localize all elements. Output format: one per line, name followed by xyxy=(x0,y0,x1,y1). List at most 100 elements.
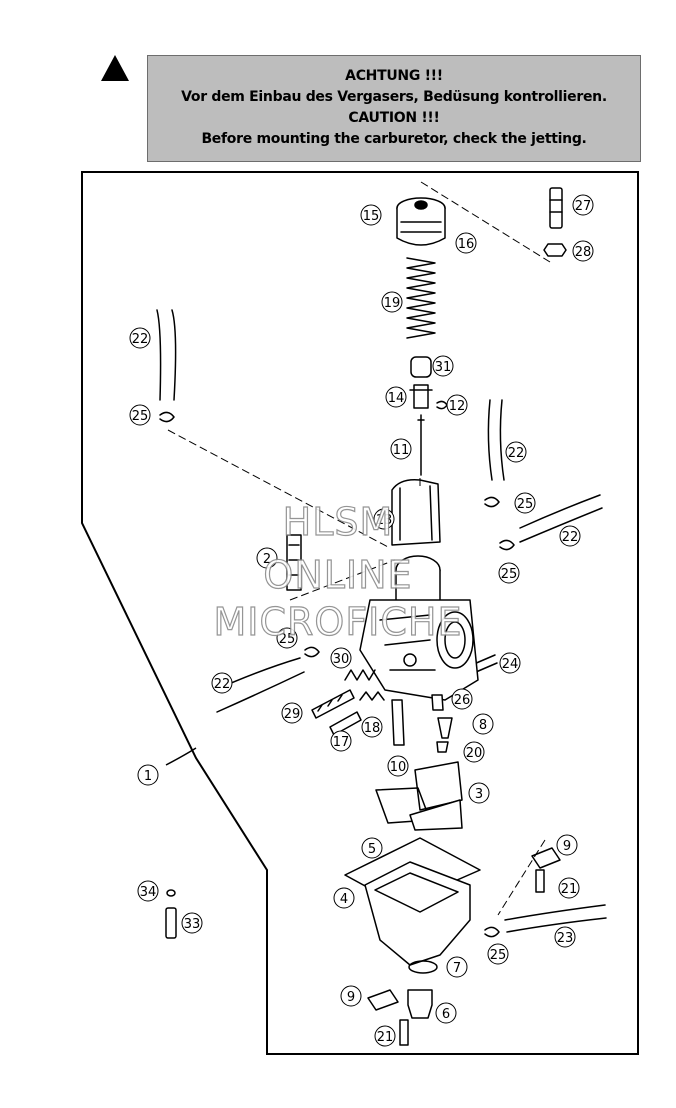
diagram-frame xyxy=(81,171,639,1055)
callout-number: 24 xyxy=(502,657,519,672)
caution-notice-box: ACHTUNG !!! Vor dem Einbau des Vergasers… xyxy=(147,55,641,162)
clip-part xyxy=(436,400,448,410)
notice-line-en-text: Before mounting the carburetor, check th… xyxy=(201,131,587,147)
callout-9-top: 9 xyxy=(556,834,578,856)
callout-30: 30 xyxy=(330,647,352,669)
clamp-part xyxy=(484,496,500,508)
callout-number: 12 xyxy=(449,399,466,414)
notice-line-de-text: Vor dem Einbau des Vergasers, Bedüsung k… xyxy=(181,89,607,105)
callout-number: 25 xyxy=(517,497,534,512)
callout-18: 18 xyxy=(361,716,383,738)
needle-clip-part xyxy=(409,384,433,409)
part-34 xyxy=(166,889,176,897)
o-ring-part xyxy=(408,960,438,974)
callout-33: 33 xyxy=(181,912,203,934)
idle-screw-part xyxy=(286,534,302,591)
callout-number: 28 xyxy=(575,245,592,260)
callout-22-b: 22 xyxy=(505,441,527,463)
callout-number: 2 xyxy=(263,552,271,567)
callout-number: 14 xyxy=(388,391,405,406)
callout-number: 34 xyxy=(140,885,157,900)
callout-11: 11 xyxy=(390,438,412,460)
callout-number: 3 xyxy=(475,787,483,802)
callout-9-bottom: 9 xyxy=(340,985,362,1007)
watermark-line-2: ONLINE xyxy=(263,552,413,597)
callout-number: 11 xyxy=(393,443,410,458)
callout-number: 6 xyxy=(442,1007,450,1022)
clamp-part xyxy=(499,539,515,551)
callout-6: 6 xyxy=(435,1002,457,1024)
hose-23 xyxy=(504,904,607,933)
callout-14: 14 xyxy=(385,386,407,408)
watermark-line-3: MICROFICHE xyxy=(213,599,463,644)
float-bowl-part xyxy=(364,861,471,966)
callout-number: 1 xyxy=(144,769,152,784)
callout-number: 9 xyxy=(563,839,571,854)
callout-22-c: 22 xyxy=(559,525,581,547)
hose-right-mid xyxy=(519,494,603,543)
callout-number: 30 xyxy=(333,652,350,667)
callout-13: 13 xyxy=(373,508,395,530)
callout-22-a: 22 xyxy=(129,327,151,349)
callout-number: 18 xyxy=(364,721,381,736)
callout-10: 10 xyxy=(387,755,409,777)
callout-number: 10 xyxy=(390,760,407,775)
callout-28: 28 xyxy=(572,240,594,262)
callout-number: 8 xyxy=(479,718,487,733)
callout-1: 1 xyxy=(137,764,159,786)
callout-number: 25 xyxy=(132,409,149,424)
callout-labels: 1 2 3 4 5 6 7 8 9 9 10 11 12 13 14 15 16… xyxy=(129,194,594,1047)
callout-16: 16 xyxy=(455,232,477,254)
callout-25-b: 25 xyxy=(514,492,536,514)
callout-number: 16 xyxy=(458,237,475,252)
callout-number: 26 xyxy=(454,693,471,708)
callout-number: 7 xyxy=(453,961,461,976)
carburetor-body-part xyxy=(359,555,479,701)
part-33 xyxy=(165,907,177,939)
callout-number: 17 xyxy=(333,735,350,750)
callout-15: 15 xyxy=(360,204,382,226)
callout-25-c: 25 xyxy=(498,562,520,584)
callout-number: 22 xyxy=(132,332,149,347)
callout-number: 13 xyxy=(376,513,393,528)
callout-number: 15 xyxy=(363,209,380,224)
nut-part xyxy=(543,243,567,257)
drain-plug-part xyxy=(407,989,433,1019)
throttle-slide-part xyxy=(391,478,441,546)
main-jet-part xyxy=(391,699,405,746)
callout-number: 22 xyxy=(508,446,525,461)
callout-number: 9 xyxy=(347,990,355,1005)
callout-number: 25 xyxy=(501,567,518,582)
callout-5: 5 xyxy=(361,837,383,859)
jet-8 xyxy=(437,717,453,739)
screw-21-top xyxy=(535,869,545,893)
callout-8: 8 xyxy=(472,713,494,735)
hose-right-top xyxy=(487,399,505,481)
clamp-part xyxy=(159,411,175,423)
plate-9-bottom xyxy=(367,989,399,1011)
callout-7: 7 xyxy=(446,956,468,978)
top-cap-part xyxy=(396,197,446,246)
callout-21-bottom: 21 xyxy=(374,1025,396,1047)
callout-19: 19 xyxy=(381,291,403,313)
plate-9-top xyxy=(531,847,561,869)
watermark-line-1: HLSM xyxy=(282,499,394,544)
callout-number: 25 xyxy=(279,632,296,647)
callout-number: 20 xyxy=(466,746,483,761)
callout-25-a: 25 xyxy=(129,404,151,426)
callout-number: 31 xyxy=(435,360,452,375)
retainer-part xyxy=(410,356,432,378)
spring-30 xyxy=(344,669,376,681)
callout-number: 21 xyxy=(561,882,578,897)
callout-34: 34 xyxy=(137,880,159,902)
screw-29 xyxy=(311,689,355,719)
screw-21-bottom xyxy=(399,1019,409,1046)
callout-number: 23 xyxy=(557,931,574,946)
notice-line-de-heading: ACHTUNG !!! xyxy=(345,68,443,84)
screw-part xyxy=(549,187,563,229)
callout-26: 26 xyxy=(451,688,473,710)
spring-18 xyxy=(359,691,385,701)
callout-number: 22 xyxy=(562,530,579,545)
spring-part xyxy=(406,257,436,339)
